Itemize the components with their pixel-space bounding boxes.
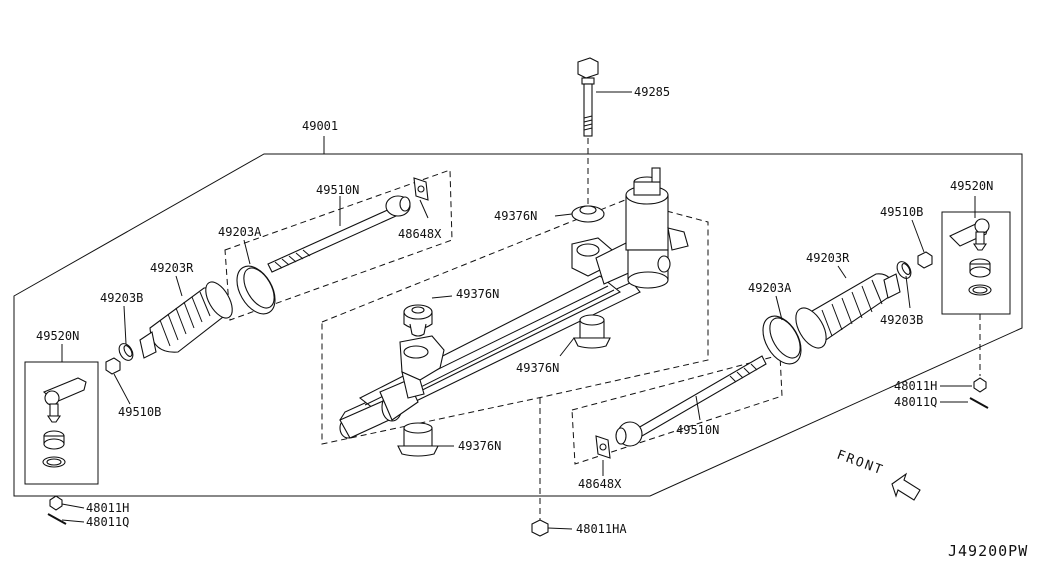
right-tie-rod-end-box	[941, 211, 1011, 315]
mount-bushing-bottom	[397, 422, 439, 457]
label-48648X-bottom: 48648X	[578, 477, 622, 491]
label-49203B-left: 49203B	[100, 291, 143, 305]
label-49376N-mid: 49376N	[456, 287, 499, 301]
label-49376N-bottom: 49376N	[458, 439, 501, 453]
label-48648X-top: 48648X	[398, 227, 442, 241]
boot-clamp-left	[236, 265, 276, 315]
label-49203R-left: 49203R	[150, 261, 194, 275]
label-49520N-left: 49520N	[36, 329, 79, 343]
mount-bushing-right	[573, 314, 611, 349]
lock-plate-top	[413, 177, 429, 201]
mounting-bolt	[577, 57, 599, 137]
right-tie-rod-group-outline	[571, 354, 783, 465]
assembly-outline	[13, 153, 1023, 497]
label-49510N-left: 49510N	[316, 183, 359, 197]
label-49203A-left: 49203A	[218, 225, 262, 239]
lock-nut-right	[917, 251, 933, 269]
leader-lines	[61, 91, 976, 530]
castle-nut-right	[973, 377, 987, 393]
label-49510B-right: 49510B	[880, 205, 923, 219]
tie-rod-end-left	[42, 377, 87, 468]
steering-boot-right	[795, 273, 901, 349]
flange-nut-bottom	[531, 519, 549, 537]
label-49520N-right: 49520N	[950, 179, 993, 193]
small-boot-clamp-right	[896, 261, 912, 279]
steering-boot-left	[139, 281, 233, 359]
label-48011Q-left: 48011Q	[86, 515, 129, 529]
mount-bushing-top	[571, 205, 605, 223]
label-49285: 49285	[634, 85, 670, 99]
label-48011H-right: 48011H	[894, 379, 937, 393]
label-48011Q-right: 48011Q	[894, 395, 937, 409]
label-49510B-left: 49510B	[118, 405, 161, 419]
inner-tie-rod-right	[615, 355, 767, 447]
label-49376N-top: 49376N	[494, 209, 537, 223]
label-49203A-right: 49203A	[748, 281, 792, 295]
label-49376N-right: 49376N	[516, 361, 559, 375]
label-49510N-right: 49510N	[676, 423, 719, 437]
cotter-pin-right	[969, 397, 989, 409]
rack-housing	[339, 167, 689, 439]
small-boot-clamp-left	[118, 343, 134, 361]
lock-nut-left	[105, 357, 121, 375]
label-49203B-right: 49203B	[880, 313, 923, 327]
mount-bushing-mid	[403, 304, 433, 337]
boot-clamp-right	[762, 315, 802, 365]
label-49203R-right: 49203R	[806, 251, 850, 265]
diagram-code: J49200PW	[948, 542, 1028, 560]
inner-tie-rod-left	[267, 195, 411, 273]
front-direction-arrow	[891, 472, 921, 501]
label-48011H-left: 48011H	[86, 501, 129, 515]
cotter-pin-left	[47, 513, 67, 525]
label-48011HA: 48011HA	[576, 522, 627, 536]
castle-nut-left	[49, 495, 63, 511]
rack-group-outline	[321, 199, 709, 445]
lock-plate-bottom	[595, 435, 611, 459]
tie-rod-end-right	[949, 218, 992, 296]
front-label: FRONT	[835, 448, 886, 479]
label-49001: 49001	[302, 119, 338, 133]
